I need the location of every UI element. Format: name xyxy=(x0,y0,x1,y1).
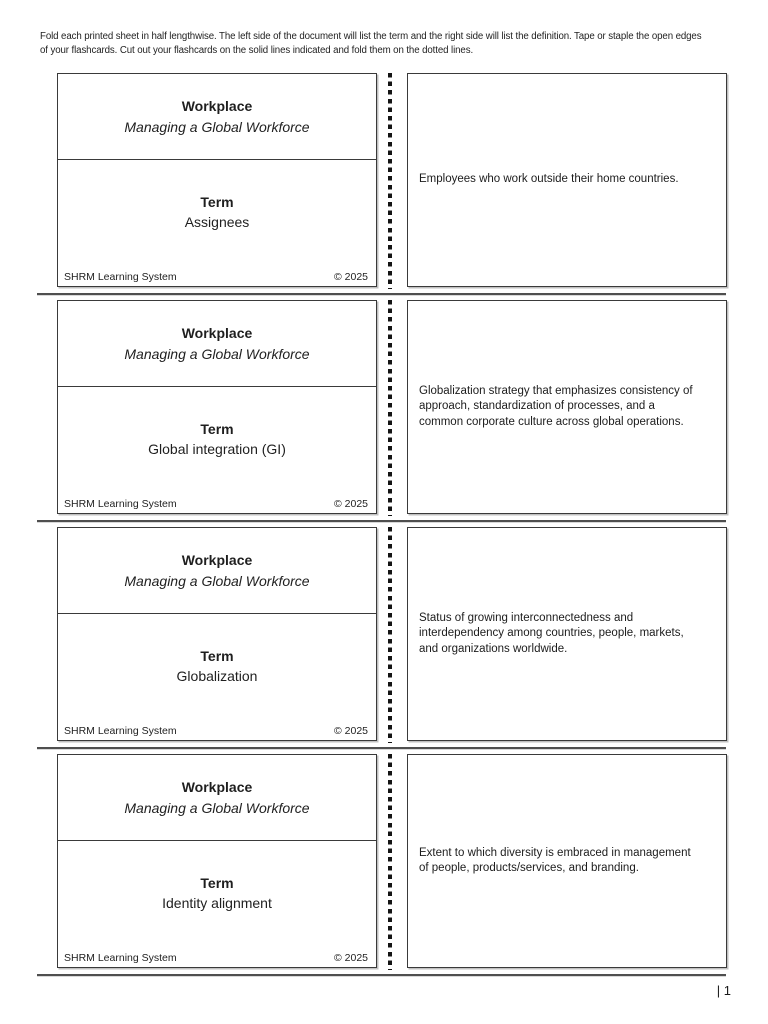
card-category: Workplace xyxy=(181,324,253,341)
term-name: Identity alignment xyxy=(162,895,272,911)
cut-line xyxy=(37,747,726,750)
card-footer: SHRM Learning System © 2025 xyxy=(64,952,368,964)
cut-line xyxy=(37,974,726,977)
fold-dotted-line xyxy=(388,73,392,289)
page-number: | 1 xyxy=(716,983,731,998)
fold-instructions: Fold each printed sheet in half lengthwi… xyxy=(40,31,702,56)
brand-label: SHRM Learning System xyxy=(64,725,177,737)
card-footer: SHRM Learning System © 2025 xyxy=(64,725,368,737)
card-module: Managing a Global Workforce xyxy=(124,799,310,816)
copyright-label: © 2025 xyxy=(333,952,368,964)
flashcard-term-card: Workplace Managing a Global Workforce Te… xyxy=(57,300,377,514)
flashcard-definition-card: Globalization strategy that emphasizes c… xyxy=(407,300,727,514)
cut-line xyxy=(37,520,726,523)
card-header: Workplace Managing a Global Workforce xyxy=(58,74,376,160)
flashcard-definition-card: Status of growing interconnectedness and… xyxy=(407,527,727,741)
definition-text: Extent to which diversity is embraced in… xyxy=(419,846,691,874)
definition-text: Status of growing interconnectedness and… xyxy=(419,611,684,655)
flashcard-definition-card: Extent to which diversity is embraced in… xyxy=(407,754,727,968)
brand-label: SHRM Learning System xyxy=(64,271,177,283)
card-category: Workplace xyxy=(181,97,253,114)
term-label: Term xyxy=(200,421,234,437)
cut-line xyxy=(37,293,726,296)
flashcard-definition-card: Employees who work outside their home co… xyxy=(407,73,727,287)
card-module: Managing a Global Workforce xyxy=(124,118,310,135)
flashcard-term-card: Workplace Managing a Global Workforce Te… xyxy=(57,754,377,968)
flashcard-row: Workplace Managing a Global Workforce Te… xyxy=(0,73,768,289)
term-name: Global integration (GI) xyxy=(148,441,286,457)
copyright-label: © 2025 xyxy=(333,271,368,283)
card-module: Managing a Global Workforce xyxy=(124,572,310,589)
definition-text: Employees who work outside their home co… xyxy=(419,173,679,186)
flashcard-term-card: Workplace Managing a Global Workforce Te… xyxy=(57,73,377,287)
card-term-section: Term Globalization SHRM Learning System … xyxy=(58,614,376,740)
fold-dotted-line xyxy=(388,300,392,516)
flashcard-term-card: Workplace Managing a Global Workforce Te… xyxy=(57,527,377,741)
card-term-section: Term Identity alignment SHRM Learning Sy… xyxy=(58,841,376,967)
flashcard-row: Workplace Managing a Global Workforce Te… xyxy=(0,754,768,970)
definition-text: Globalization strategy that emphasizes c… xyxy=(419,384,693,428)
term-label: Term xyxy=(200,194,234,210)
card-footer: SHRM Learning System © 2025 xyxy=(64,271,368,283)
card-term-section: Term Global integration (GI) SHRM Learni… xyxy=(58,387,376,513)
term-label: Term xyxy=(200,648,234,664)
fold-dotted-line xyxy=(388,527,392,743)
term-name: Globalization xyxy=(176,668,258,684)
brand-label: SHRM Learning System xyxy=(64,498,177,510)
card-header: Workplace Managing a Global Workforce xyxy=(58,528,376,614)
term-name: Assignees xyxy=(184,214,250,230)
flashcard-row: Workplace Managing a Global Workforce Te… xyxy=(0,300,768,516)
brand-label: SHRM Learning System xyxy=(64,952,177,964)
card-header: Workplace Managing a Global Workforce xyxy=(58,301,376,387)
card-footer: SHRM Learning System © 2025 xyxy=(64,498,368,510)
card-header: Workplace Managing a Global Workforce xyxy=(58,755,376,841)
flashcard-row: Workplace Managing a Global Workforce Te… xyxy=(0,527,768,743)
card-category: Workplace xyxy=(181,778,253,795)
copyright-label: © 2025 xyxy=(333,498,368,510)
card-category: Workplace xyxy=(181,551,253,568)
fold-dotted-line xyxy=(388,754,392,970)
card-term-section: Term Assignees SHRM Learning System © 20… xyxy=(58,160,376,286)
card-module: Managing a Global Workforce xyxy=(124,345,310,362)
copyright-label: © 2025 xyxy=(333,725,368,737)
term-label: Term xyxy=(200,875,234,891)
